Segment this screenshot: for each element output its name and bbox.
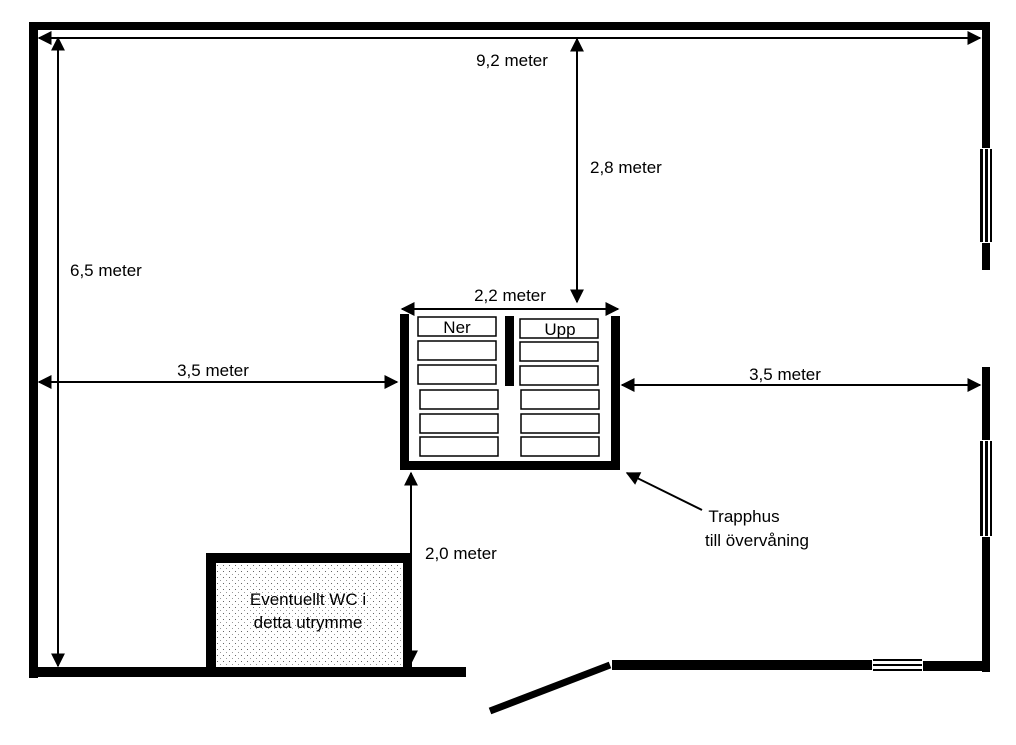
window-right-lower bbox=[980, 441, 992, 536]
right-wall-segment bbox=[982, 243, 990, 270]
bottom-wall-corner bbox=[923, 661, 990, 671]
door-leaf bbox=[488, 661, 612, 715]
dim-total-depth: 6,5 meter bbox=[70, 261, 142, 280]
stair-steps-down bbox=[417, 316, 499, 457]
wc-label-line1: Eventuellt WC i bbox=[250, 590, 366, 609]
top-wall bbox=[29, 22, 990, 30]
stairwell-pointer-arrow bbox=[625, 472, 703, 511]
bottom-wall-left bbox=[29, 667, 466, 677]
dim-left-to-stair: 3,5 meter bbox=[177, 361, 249, 380]
left-wall bbox=[29, 22, 38, 678]
dim-stair-width: 2,2 meter bbox=[474, 286, 546, 305]
wc-label-line2: detta utrymme bbox=[254, 613, 363, 632]
dim-stair-to-bottom: 2,0 meter bbox=[425, 544, 497, 563]
window-right-upper bbox=[980, 149, 992, 242]
stair-up-label: Upp bbox=[544, 320, 575, 339]
dim-top-to-stair: 2,8 meter bbox=[590, 158, 662, 177]
stair-divider bbox=[505, 316, 514, 386]
window-bottom bbox=[873, 659, 922, 671]
stair-caption-line2: till övervåning bbox=[705, 531, 809, 550]
outer-walls bbox=[29, 22, 992, 715]
dim-total-width: 9,2 meter bbox=[476, 51, 548, 70]
dim-stair-to-right: 3,5 meter bbox=[749, 365, 821, 384]
stair-steps-up bbox=[519, 318, 600, 457]
right-wall-lower bbox=[982, 367, 990, 440]
stair-caption-line1: Trapphus bbox=[708, 507, 779, 526]
stair-down-label: Ner bbox=[443, 318, 471, 337]
stairwell: Ner Upp bbox=[400, 314, 620, 470]
bottom-wall-right bbox=[612, 660, 872, 670]
right-wall-upper bbox=[982, 22, 990, 148]
right-wall-bottom bbox=[982, 537, 990, 672]
wc-area: Eventuellt WC i detta utrymme bbox=[206, 553, 412, 668]
dimensions: 9,2 meter 6,5 meter 2,8 meter 2,2 meter … bbox=[37, 31, 982, 668]
